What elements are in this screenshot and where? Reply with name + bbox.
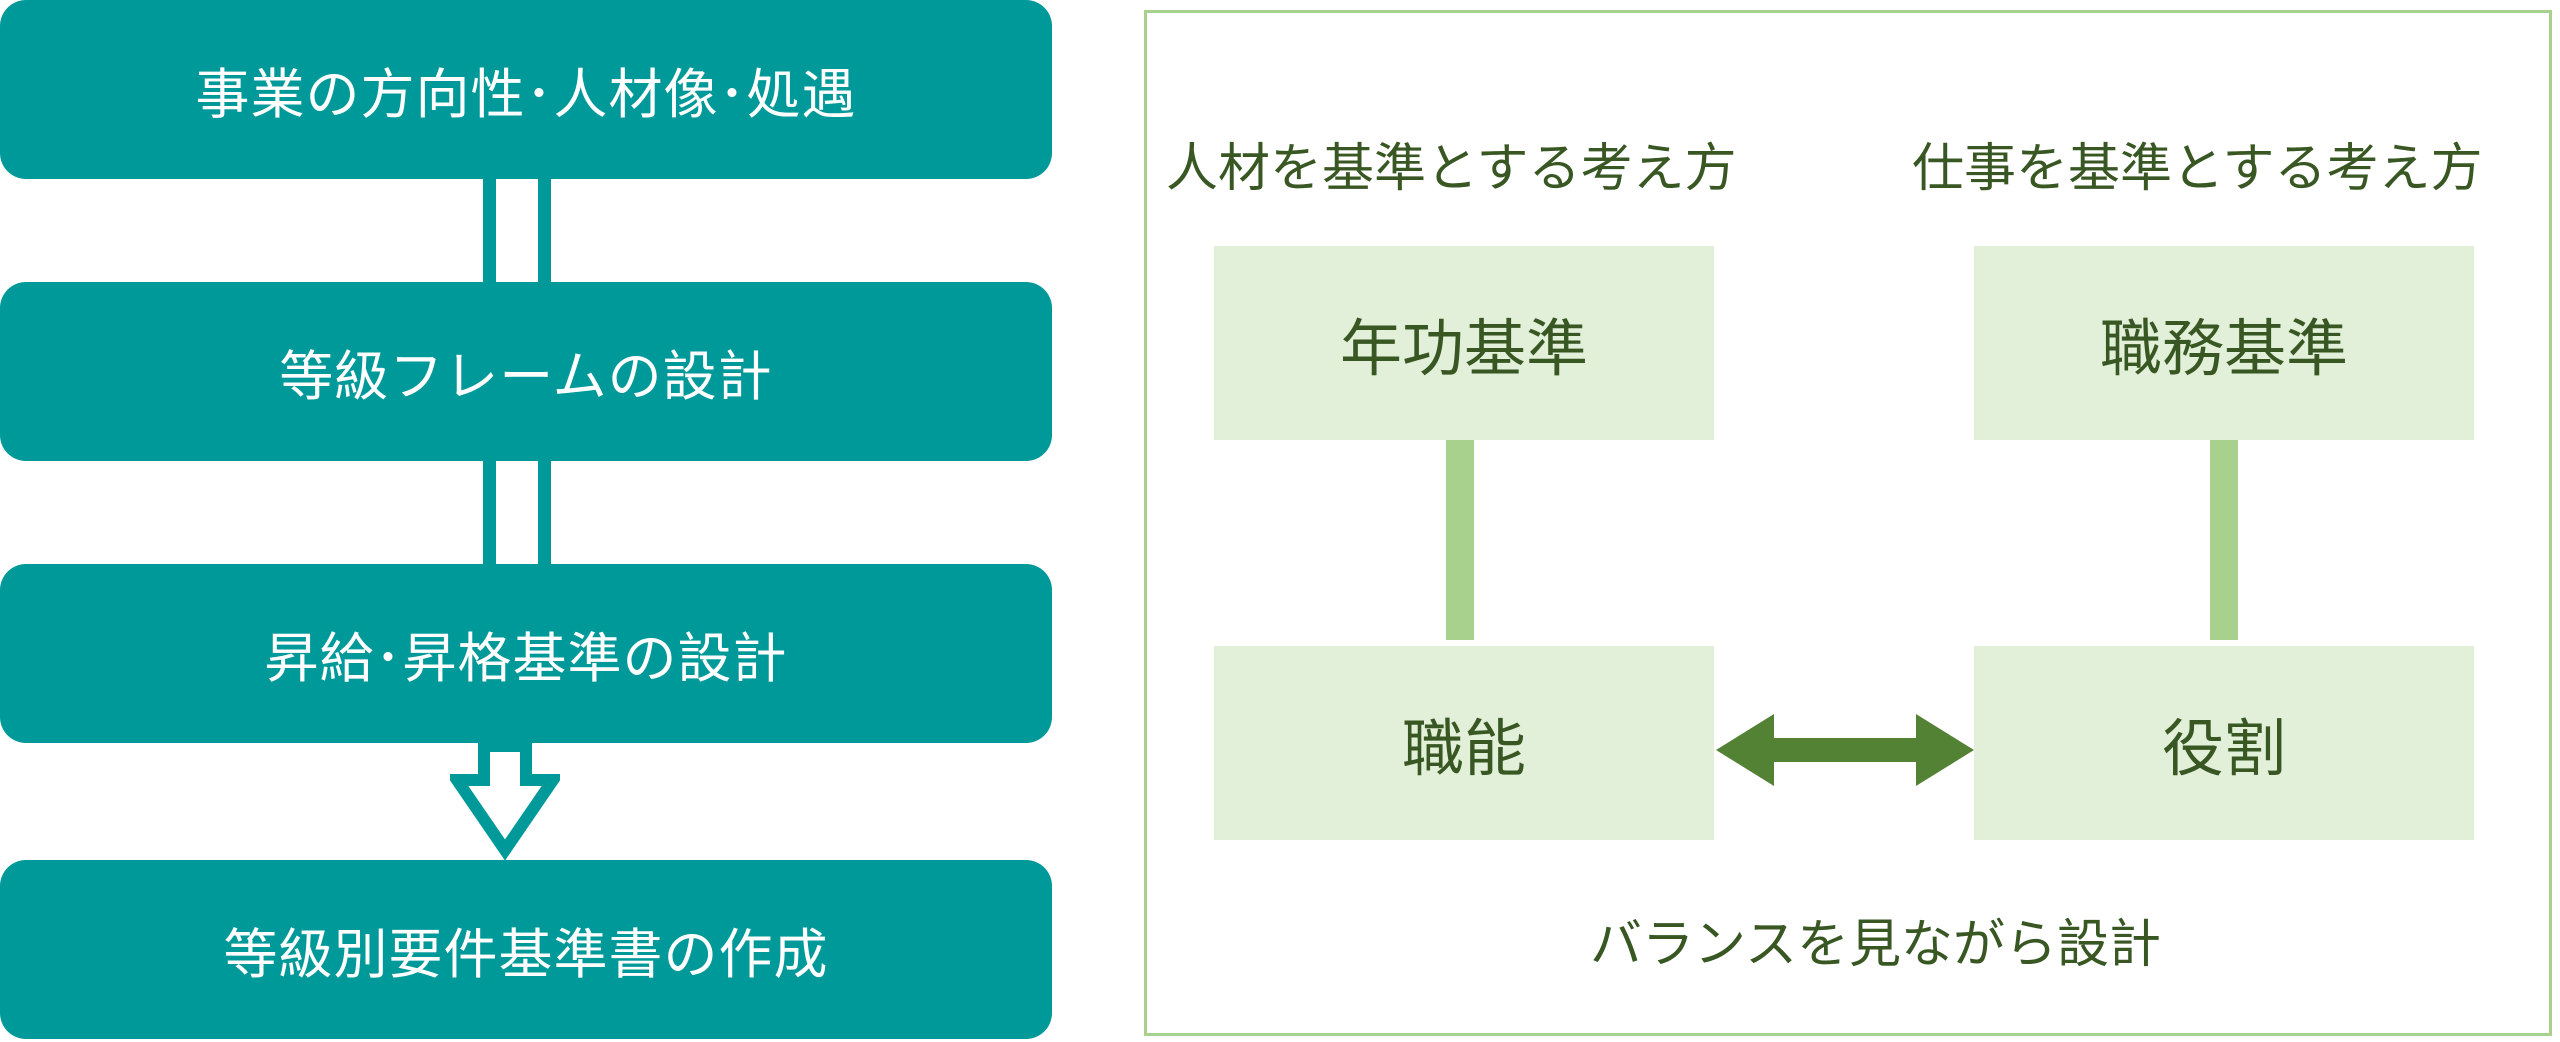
right-vertical-connector	[2210, 440, 2238, 640]
step-4-box: 等級別要件基準書の作成	[0, 860, 1052, 1039]
double-headed-arrow-icon	[1716, 714, 1974, 786]
left-heading: 人材を基準とする考え方	[1166, 139, 1737, 199]
node-seniority-standard: 年功基準	[1214, 246, 1714, 440]
step-1-box: 事業の方向性･人材像･処遇	[0, 0, 1052, 179]
balance-caption: バランスを見ながら設計	[1590, 915, 2161, 975]
comparison-panel	[1144, 10, 2552, 1036]
right-heading: 仕事を基準とする考え方	[1912, 139, 2483, 199]
step-3-box: 昇給･昇格基準の設計	[0, 564, 1052, 743]
double-line-connector-1	[483, 179, 551, 282]
step-4-label: 等級別要件基準書の作成	[223, 923, 829, 986]
double-line-connector-2	[483, 461, 551, 564]
step-3-label: 昇給･昇格基準の設計	[264, 627, 788, 690]
node-ability: 職能	[1214, 646, 1714, 840]
node-job-standard: 職務基準	[1974, 246, 2474, 440]
step-1-label: 事業の方向性･人材像･処遇	[195, 63, 857, 126]
left-vertical-connector	[1446, 440, 1474, 640]
step-2-label: 等級フレームの設計	[279, 345, 773, 408]
step-2-box: 等級フレームの設計	[0, 282, 1052, 461]
down-arrow-icon	[450, 740, 560, 860]
node-role: 役割	[1974, 646, 2474, 840]
